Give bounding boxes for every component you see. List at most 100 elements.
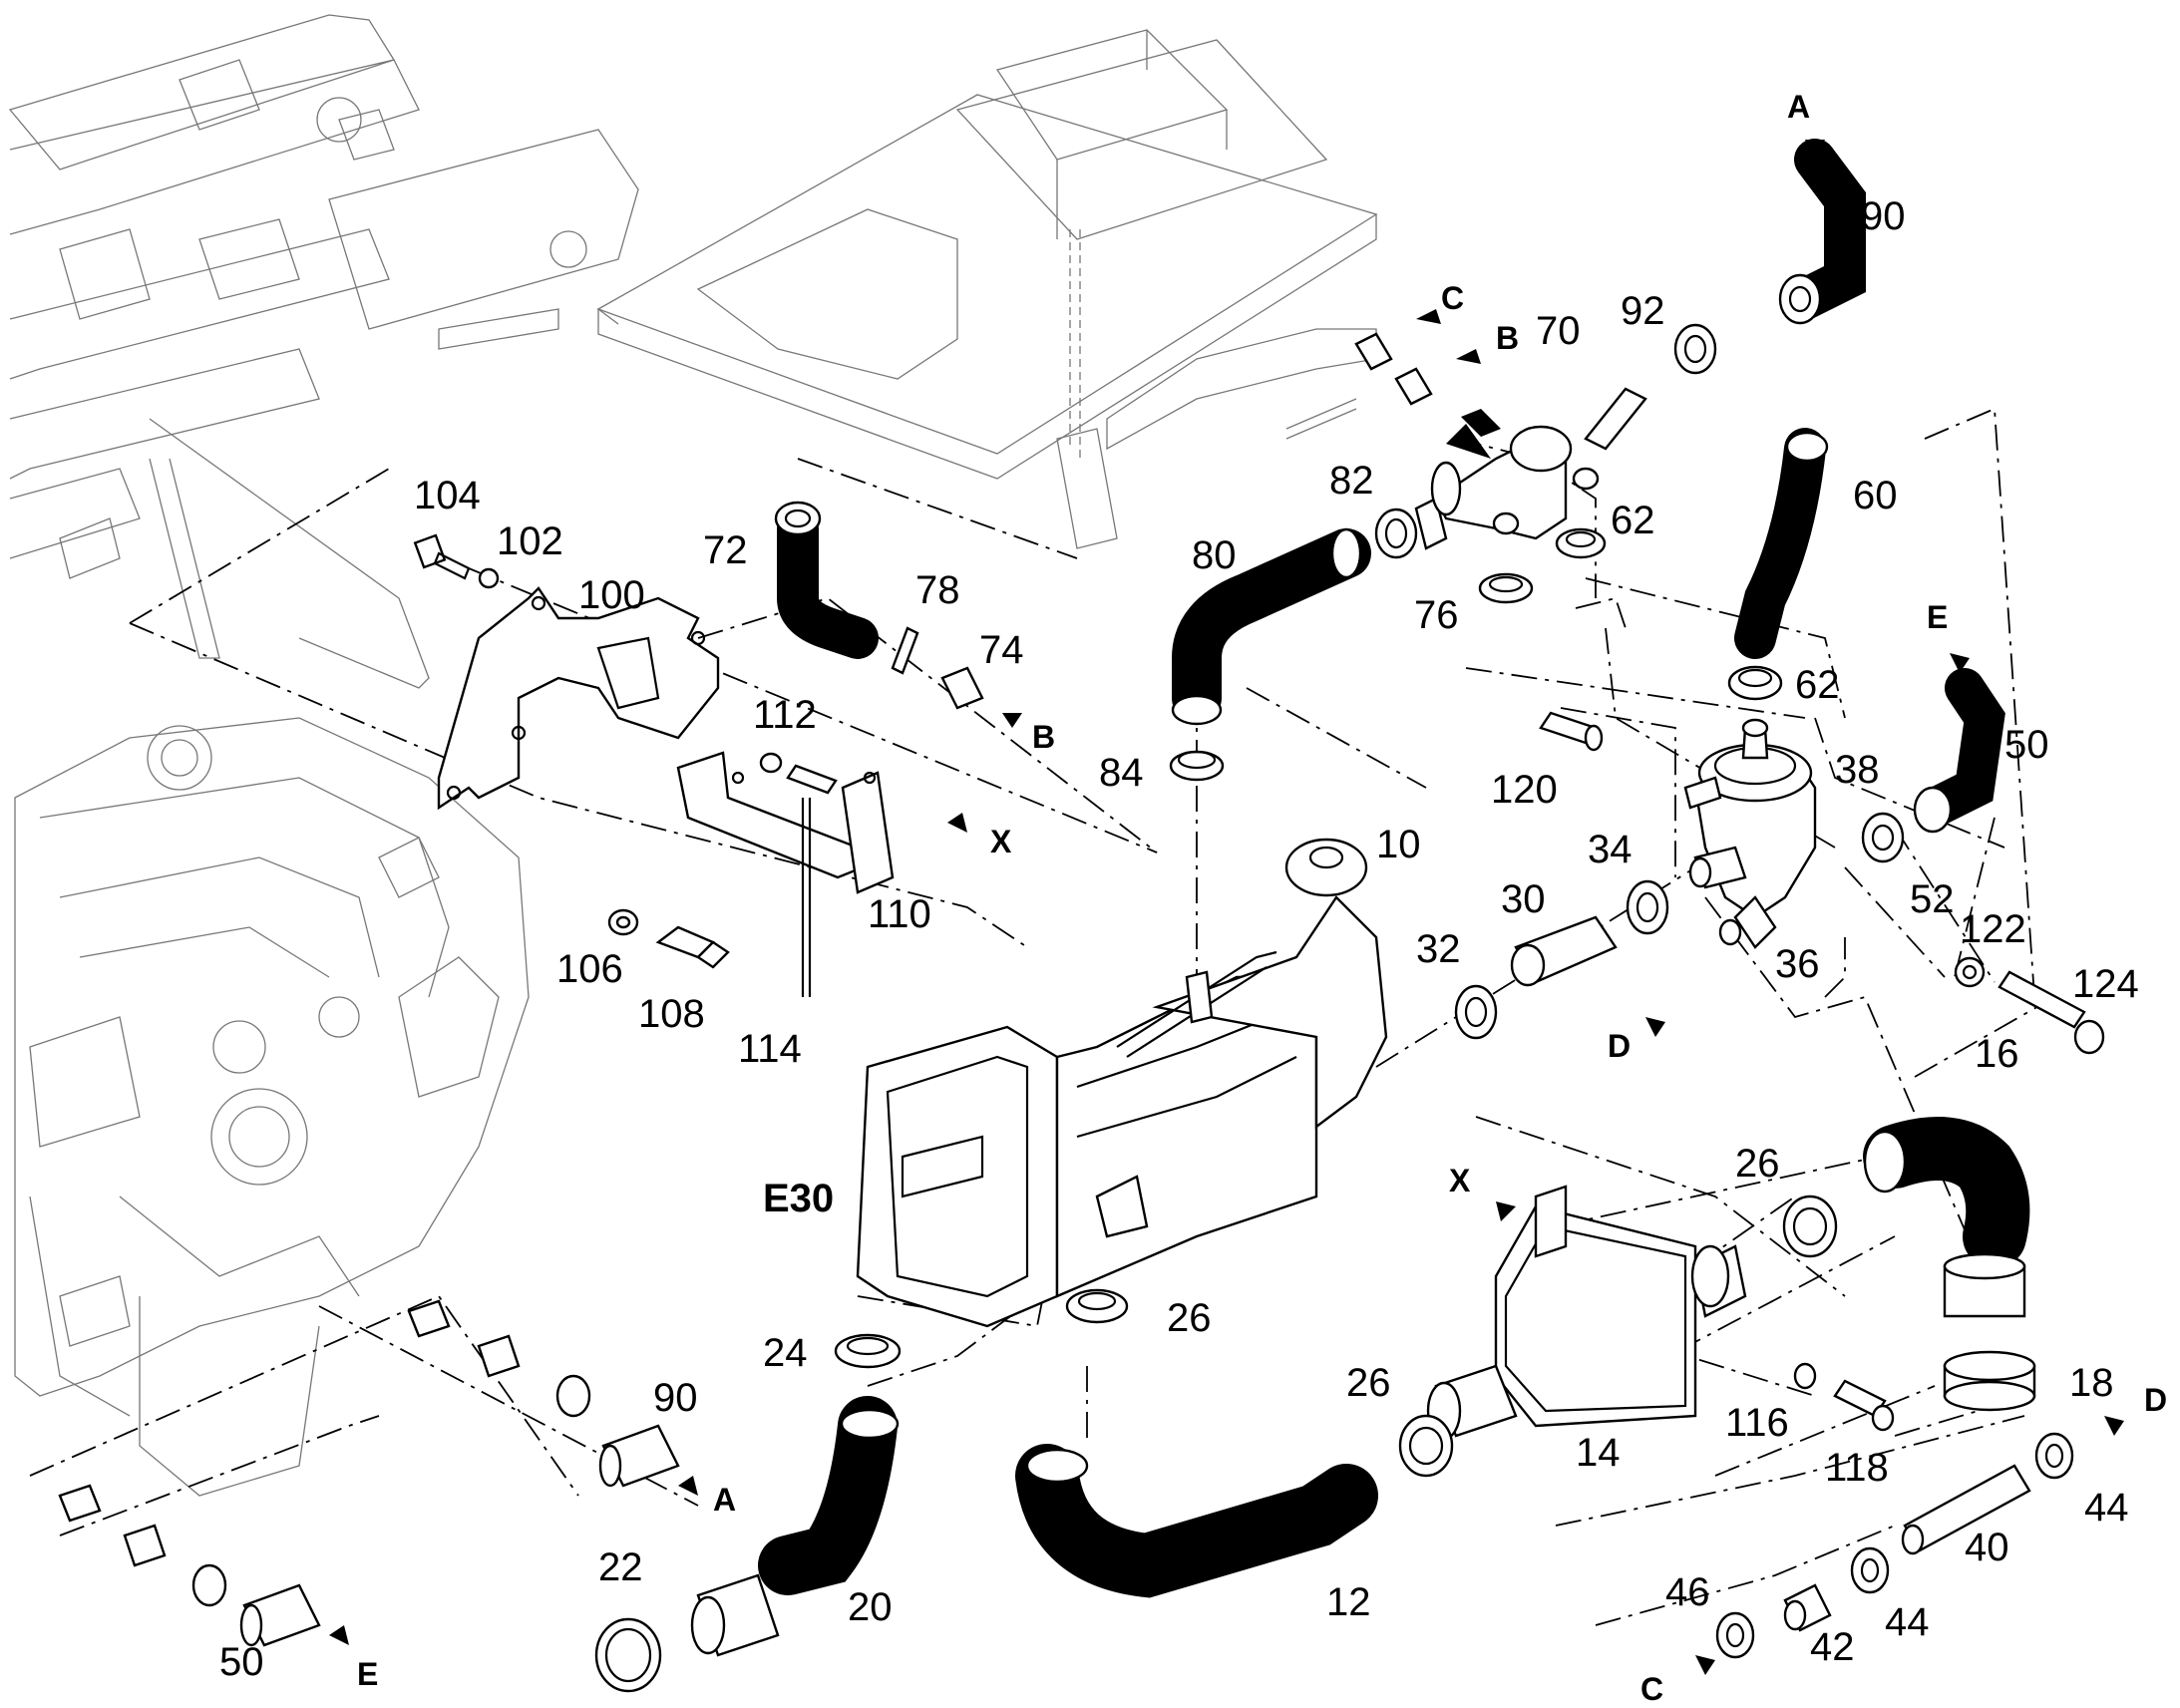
label-90-lower: 90: [653, 1376, 698, 1420]
label-22: 22: [598, 1545, 643, 1589]
label-84: 84: [1099, 751, 1144, 795]
label-14: 14: [1576, 1431, 1621, 1475]
fitting-set-c: [1285, 332, 1433, 440]
connector-42: [1783, 1583, 1832, 1632]
sleeve-22: [594, 1573, 780, 1693]
label-32: 32: [1416, 927, 1461, 971]
label-18: 18: [2069, 1361, 2114, 1405]
label-44-upper: 44: [2084, 1486, 2129, 1530]
clamp-26-lower: [1398, 1414, 1454, 1478]
hose-90-lower: [598, 1424, 680, 1488]
label-104: 104: [414, 474, 481, 517]
label-44-lower: 44: [1885, 1600, 1930, 1644]
label-110: 110: [868, 892, 931, 936]
label-74: 74: [979, 628, 1024, 672]
bolt-118: [1793, 1362, 1895, 1432]
label-120: 120: [1491, 768, 1558, 812]
clamp-62-lower: [1727, 665, 1783, 701]
label-16: 16: [1975, 1032, 2019, 1076]
bolt-124: [1954, 956, 2105, 1055]
clamp-46: [1715, 1611, 1755, 1659]
pump-38: [1683, 718, 1817, 949]
label-40: 40: [1965, 1526, 2009, 1569]
cap-18: [1943, 1350, 2036, 1412]
bolt-104: [413, 533, 500, 589]
label-34: 34: [1588, 828, 1633, 871]
label-20: 20: [848, 1585, 893, 1629]
fitting-set-e: [58, 1484, 227, 1607]
label-82: 82: [1329, 459, 1374, 503]
label-106: 106: [556, 947, 623, 991]
hose-50-upper: [1913, 668, 2005, 834]
marker-c-lower: C: [1640, 1671, 1663, 1707]
clamp-52: [1861, 812, 1905, 863]
label-124: 124: [2072, 962, 2139, 1006]
clamp-44-lower: [1850, 1546, 1890, 1594]
exhaust-sleeve: [1943, 1252, 2026, 1318]
label-72: 72: [703, 528, 748, 572]
label-112: 112: [753, 693, 817, 737]
label-92: 92: [1621, 289, 1665, 333]
label-118: 118: [1825, 1446, 1889, 1490]
hose-80: [1171, 527, 1371, 726]
clamp-34: [1626, 879, 1669, 935]
label-46: 46: [1665, 1570, 1710, 1614]
label-122: 122: [1960, 907, 2026, 951]
label-52: 52: [1910, 877, 1955, 921]
label-38: 38: [1835, 748, 1880, 792]
label-102: 102: [497, 519, 563, 563]
label-100: 100: [578, 573, 645, 617]
part-number-labels: 10 12 14 16 18 20 22 24 26 26 26 30 32 3…: [219, 194, 2139, 1684]
clamp-84: [1169, 750, 1225, 782]
label-116: 116: [1725, 1401, 1789, 1445]
connector-74: [940, 666, 984, 710]
marker-x-lower: X: [1449, 1163, 1471, 1198]
hose-30: [1510, 915, 1618, 987]
label-24: 24: [763, 1331, 808, 1375]
label-26-middle: 26: [1167, 1296, 1212, 1340]
marker-b-lower: B: [1032, 719, 1055, 755]
label-42: 42: [1810, 1625, 1855, 1669]
hose-60: [1734, 428, 1829, 659]
label-26-upper: 26: [1735, 1142, 1780, 1186]
heater-unit: [856, 838, 1388, 1328]
label-50-lower: 50: [219, 1640, 264, 1684]
label-90-upper: 90: [1861, 194, 1906, 238]
clamp-82: [1374, 508, 1418, 559]
hose-90-upper: [1778, 139, 1866, 325]
clamp-26-upper: [1782, 1195, 1838, 1258]
bolt-114: [759, 752, 838, 997]
label-12: 12: [1326, 1580, 1371, 1624]
elbow-16: [1863, 1117, 2030, 1268]
label-80: 80: [1192, 533, 1237, 577]
fitting-set-a: [407, 1299, 591, 1418]
label-60: 60: [1853, 474, 1898, 517]
clamp-76: [1478, 572, 1534, 604]
label-36: 36: [1775, 942, 1820, 986]
muffler-14: [1426, 1185, 1747, 1441]
engine-block-illustration: [14, 717, 530, 1497]
label-26-lower: 26: [1346, 1361, 1391, 1405]
clamp-32: [1454, 984, 1498, 1040]
clamp-44-upper: [2034, 1432, 2074, 1480]
valve-70: [1414, 387, 1647, 550]
clamp-26-middle: [1065, 1288, 1129, 1324]
clamp-24: [834, 1333, 902, 1369]
flow-arrows: [329, 140, 2124, 1675]
assembly-label-group: E30: [763, 1177, 834, 1220]
mounting-bracket: [437, 586, 720, 811]
marker-c-upper: C: [1441, 280, 1464, 316]
bolt-108: [607, 908, 730, 969]
label-10: 10: [1376, 823, 1421, 866]
label-30: 30: [1501, 877, 1546, 921]
hose-50-lower: [239, 1583, 321, 1647]
label-70: 70: [1536, 309, 1581, 353]
label-78: 78: [915, 568, 960, 612]
label-50-upper: 50: [2004, 723, 2049, 767]
label-62-lower: 62: [1795, 663, 1840, 707]
marker-a-lower: A: [713, 1482, 736, 1518]
clamp-92: [1673, 323, 1717, 375]
assembly-label-e30: E30: [763, 1177, 834, 1220]
marker-a-upper: A: [1787, 89, 1810, 125]
chassis-frame-illustration: [8, 14, 639, 689]
